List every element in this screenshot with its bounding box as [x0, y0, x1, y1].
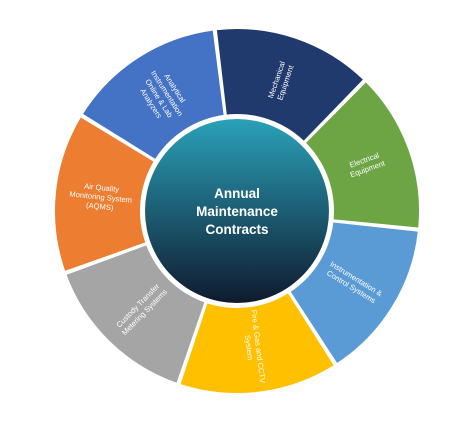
- center-hub-disc: [145, 119, 329, 303]
